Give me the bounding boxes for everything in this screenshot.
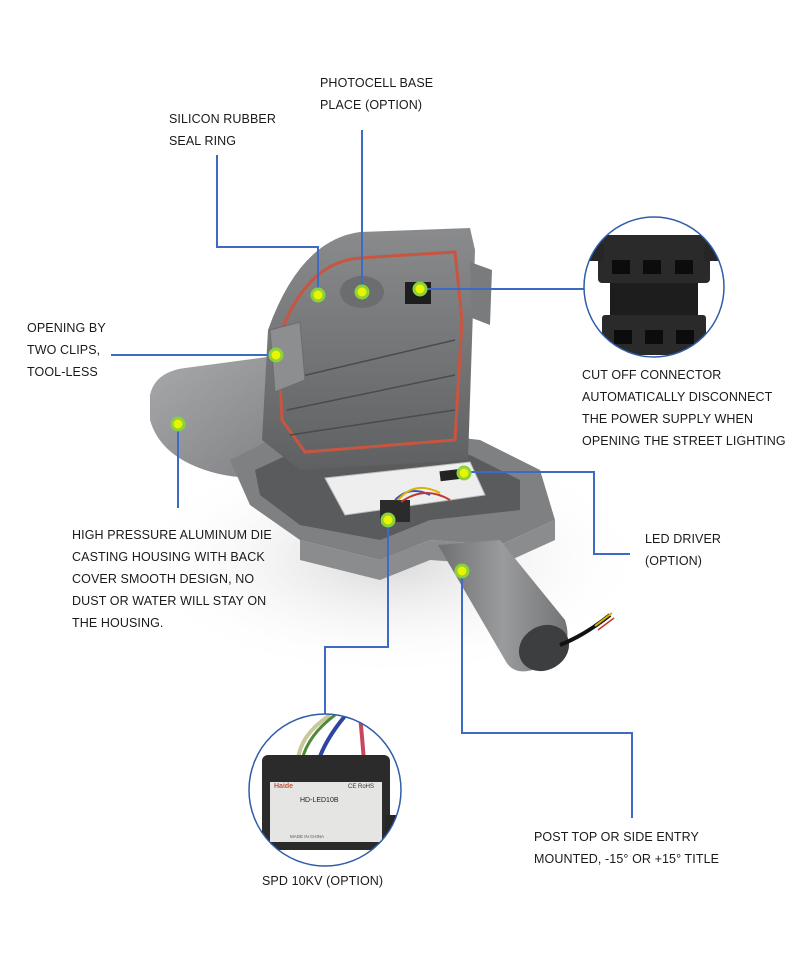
clip — [269, 321, 306, 393]
callout-line: HIGH PRESSURE ALUMINUM DIE — [72, 528, 272, 542]
hinge — [470, 262, 492, 325]
callout-markers — [170, 281, 472, 579]
leader-post — [461, 571, 633, 818]
spd-label-plate — [270, 782, 382, 842]
callout-line: TWO CLIPS, — [27, 343, 101, 357]
callout-photocell: PHOTOCELL BASE PLACE (OPTION) — [320, 72, 433, 116]
callout-line: THE POWER SUPPLY WHEN — [582, 412, 754, 426]
callout-line: CASTING HOUSING WITH BACK — [72, 550, 265, 564]
callout-line: TOOL-LESS — [27, 365, 98, 379]
inset-border — [248, 713, 402, 867]
inset-spd — [248, 713, 402, 867]
housing-lip — [300, 520, 555, 580]
inset-border — [583, 216, 725, 358]
callout-line: CUT OFF CONNECTOR — [582, 368, 722, 382]
callout-line: SPD 10KV (OPTION) — [262, 874, 384, 888]
callout-line: (OPTION) — [645, 554, 703, 568]
callout-line: PLACE (OPTION) — [320, 98, 423, 112]
seal-ring — [276, 250, 464, 454]
marker-photocell — [354, 284, 370, 300]
callout-line: PHOTOCELL BASE — [320, 76, 434, 90]
callout-line: AUTOMATICALLY DISCONNECT — [582, 390, 773, 404]
callout-clips: OPENING BY TWO CLIPS, TOOL-LESS — [27, 317, 106, 383]
leader-led-driver — [465, 471, 630, 555]
callout-led-driver: LED DRIVER (OPTION) — [645, 528, 721, 572]
callout-line: MOUNTED, -15° OR +15° TITLE — [534, 852, 720, 866]
callout-cut-off: CUT OFF CONNECTOR AUTOMATICALLY DISCONNE… — [582, 364, 786, 452]
callout-line: LED DRIVER — [645, 532, 722, 546]
marker-cut-off — [412, 281, 428, 297]
marker-spd — [380, 512, 396, 528]
leader-spd — [324, 520, 389, 716]
marker-post — [454, 563, 470, 579]
callout-post: POST TOP OR SIDE ENTRY MOUNTED, -15° OR … — [534, 826, 719, 870]
connector-top — [598, 235, 710, 283]
callout-line: OPENING THE STREET LIGHTING — [582, 434, 786, 448]
spd-brand: Haide — [274, 783, 293, 790]
marker-seal-ring — [310, 287, 326, 303]
connector-body — [610, 283, 698, 318]
leader-lines — [111, 130, 633, 818]
callout-line: DUST OR WATER WILL STAY ON — [72, 594, 267, 608]
marker-housing — [170, 416, 186, 432]
callout-line: POST TOP OR SIDE ENTRY — [534, 830, 699, 844]
callout-seal-ring: SILICON RUBBER SEAL RING — [169, 108, 276, 152]
callout-line: SEAL RING — [169, 134, 237, 148]
marker-clips — [268, 347, 284, 363]
arm-opening — [518, 624, 570, 672]
callout-line: COVER SMOOTH DESIGN, NO — [72, 572, 255, 586]
inset-cut-off-connector — [583, 216, 725, 358]
marker-led-driver — [456, 465, 472, 481]
spd-origin: MADE IN CHINA — [290, 834, 324, 839]
callout-housing: HIGH PRESSURE ALUMINUM DIE CASTING HOUSI… — [72, 524, 272, 634]
callout-line: OPENING BY — [27, 321, 106, 335]
leader-seal-ring — [216, 155, 319, 294]
callout-spd: SPD 10KV (OPTION) — [262, 870, 383, 892]
callout-line: SILICON RUBBER — [169, 112, 276, 126]
callout-line: THE HOUSING. — [72, 616, 164, 630]
spd-model: HD-LED10B — [300, 797, 339, 804]
spd-marks: CE RoHS — [348, 784, 374, 790]
